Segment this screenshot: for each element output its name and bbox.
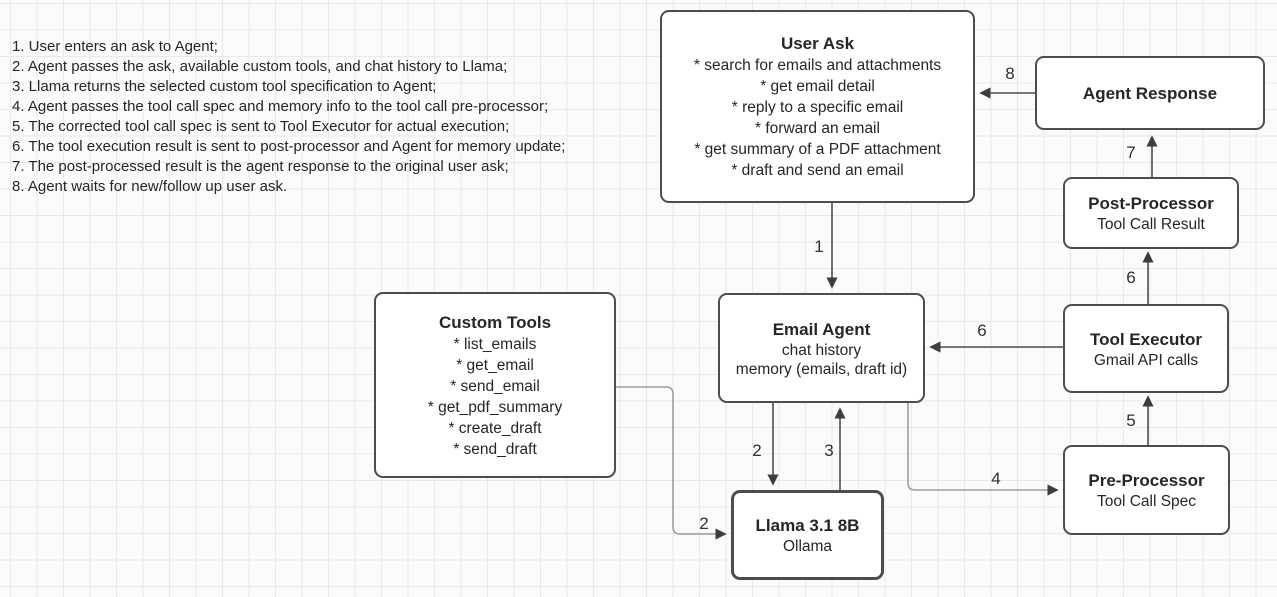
node-post-processor: Post-Processor Tool Call Result — [1063, 177, 1239, 249]
legend-note-line: 6. The tool execution result is sent to … — [12, 138, 566, 155]
node-tool-executor-title: Tool Executor — [1089, 329, 1203, 349]
node-custom-tools: Custom Tools * list_emails * get_email *… — [374, 292, 616, 478]
legend-note-line: 5. The corrected tool call spec is sent … — [12, 118, 510, 135]
node-user-ask: User Ask * search for emails and attachm… — [660, 10, 975, 203]
node-user-ask-title: User Ask — [780, 34, 855, 53]
edge-label-2-agent-to-llama: 2 — [752, 441, 762, 460]
edge-label-1: 1 — [814, 237, 824, 256]
edge-label-7: 7 — [1126, 143, 1136, 162]
legend-note-line: 1. User enters an ask to Agent; — [12, 38, 218, 55]
node-llama-title: Llama 3.1 8B — [755, 516, 860, 535]
node-custom-tools-title: Custom Tools — [438, 312, 552, 332]
legend-note-line: 2. Agent passes the ask, available custo… — [12, 58, 508, 75]
edge-label-6-vertical: 6 — [1126, 268, 1136, 287]
edge-email-agent-to-pre-processor — [907, 403, 1059, 496]
node-pre-processor-title: Pre-Processor — [1088, 471, 1205, 490]
node-pre-processor: Pre-Processor Tool Call Spec — [1063, 445, 1230, 535]
node-post-processor-title: Post-Processor — [1088, 194, 1214, 213]
edge-label-4: 4 — [991, 469, 1001, 488]
node-email-agent: Email Agent chat history memory (emails,… — [718, 293, 925, 403]
legend-note-line: 4. Agent passes the tool call spec and m… — [12, 98, 549, 115]
legend-note-line: 3. Llama returns the selected custom too… — [12, 78, 437, 95]
edge-label-2-tools-to-llama: 2 — [699, 514, 709, 533]
edge-label-3: 3 — [824, 441, 834, 460]
node-agent-response-title: Agent Response — [1082, 83, 1218, 103]
node-agent-response: Agent Response — [1035, 56, 1265, 130]
edge-label-6-horizontal: 6 — [977, 321, 987, 340]
node-tool-executor: Tool Executor Gmail API calls — [1063, 304, 1229, 393]
legend-note-line: 8. Agent waits for new/follow up user as… — [12, 178, 288, 195]
node-llama: Llama 3.1 8B Ollama — [731, 490, 884, 580]
node-email-agent-title: Email Agent — [772, 319, 871, 339]
legend-note-line: 7. The post-processed result is the agen… — [12, 158, 509, 175]
legend-notes: 1. User enters an ask to Agent; 2. Agent… — [12, 37, 565, 197]
edge-label-8: 8 — [1005, 64, 1015, 83]
edge-custom-tools-to-llama — [616, 386, 727, 540]
edge-label-5: 5 — [1126, 411, 1136, 430]
